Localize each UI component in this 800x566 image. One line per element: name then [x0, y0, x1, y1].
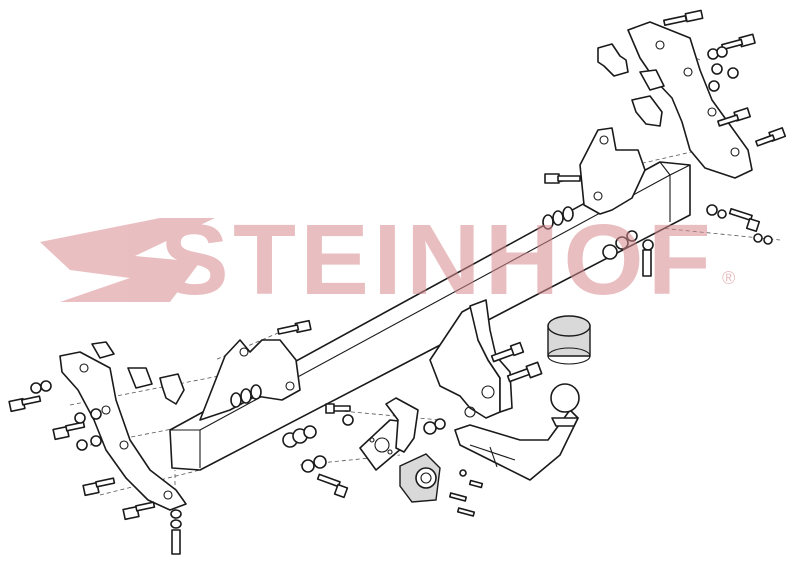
left-upper-bolt: [277, 319, 312, 335]
socket-plate: [359, 419, 407, 471]
right-upper-clip: [597, 43, 665, 127]
left-bolts: [8, 380, 182, 555]
right-mounting-plate: [627, 21, 753, 179]
centre-fasteners: [282, 403, 446, 499]
right-bracket-spacers: [542, 206, 654, 277]
electric-socket: [399, 453, 441, 503]
left-mounting-plate: [59, 351, 187, 511]
tow-ball-cover: [547, 315, 591, 365]
right-beam-bracket: [579, 127, 646, 215]
tow-ball-neck: [454, 383, 580, 481]
left-beam-bracket: [199, 339, 301, 421]
socket-bracket: [385, 397, 419, 453]
right-bolts: [544, 9, 787, 245]
centre-bolts: [490, 341, 543, 383]
socket-screws: [448, 469, 484, 517]
left-upper-clip: [91, 341, 185, 405]
